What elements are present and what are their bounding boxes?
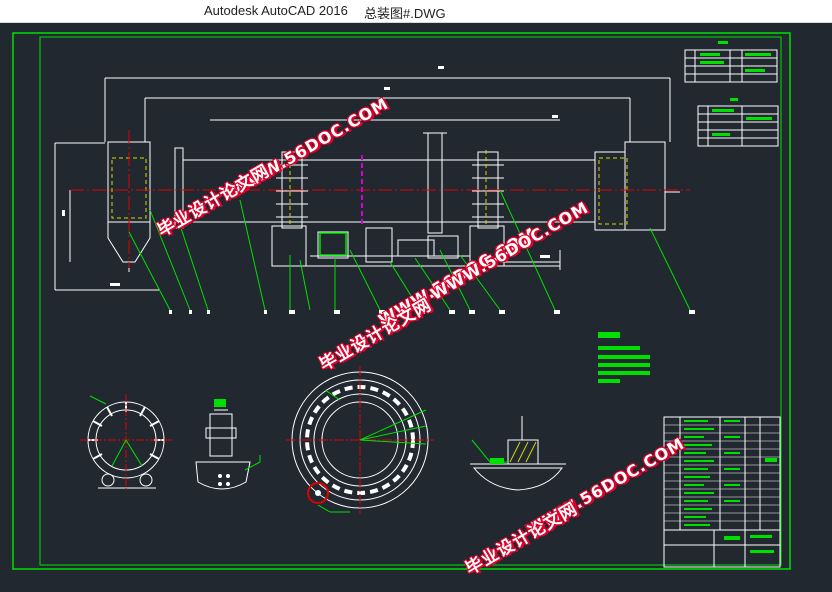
foundation-hatch (509, 441, 537, 463)
kiln-drum (107, 132, 680, 272)
roller-leaders (244, 455, 261, 471)
outer-frame (12, 32, 791, 570)
cad-drawing (12, 32, 791, 570)
spec-table-1 (684, 49, 778, 83)
roller-detail (195, 409, 251, 490)
roller-bolts (218, 474, 230, 486)
ring-section-leaders (89, 395, 143, 467)
foundation-detail (470, 416, 566, 491)
gear-leaders (317, 389, 427, 513)
technical-notes (598, 332, 650, 383)
inner-frame (39, 36, 782, 566)
balloon-numbers (169, 310, 695, 314)
center-line (70, 130, 690, 268)
pinion-center (315, 490, 321, 496)
motor (319, 232, 347, 256)
dimension-lines (54, 77, 671, 291)
roller-label-box (214, 399, 226, 407)
spec-table-2 (697, 105, 779, 147)
spec-table-2-text (712, 98, 772, 136)
leader-lines (128, 189, 691, 311)
dimension-texts (62, 66, 558, 286)
ring-section-centerlines (80, 394, 172, 490)
riding-rings (276, 164, 504, 218)
drawing-canvas[interactable]: WWW.56DOC.COM 毕业设计论文网 WWW.56DOC.COM 毕业设计… (0, 22, 832, 592)
foundation-label (490, 458, 504, 464)
bom-text (684, 420, 777, 553)
app-title: Autodesk AutoCAD 2016 (204, 3, 348, 18)
ring-section-teeth (88, 402, 164, 460)
title-bar: Autodesk AutoCAD 2016 总装图#.DWG (0, 0, 832, 23)
bom-rows (664, 424, 780, 522)
pinion-mark (307, 482, 329, 504)
spec-table-1-text (700, 41, 771, 72)
file-title: 总装图#.DWG (364, 6, 446, 21)
bill-of-materials (663, 416, 781, 568)
